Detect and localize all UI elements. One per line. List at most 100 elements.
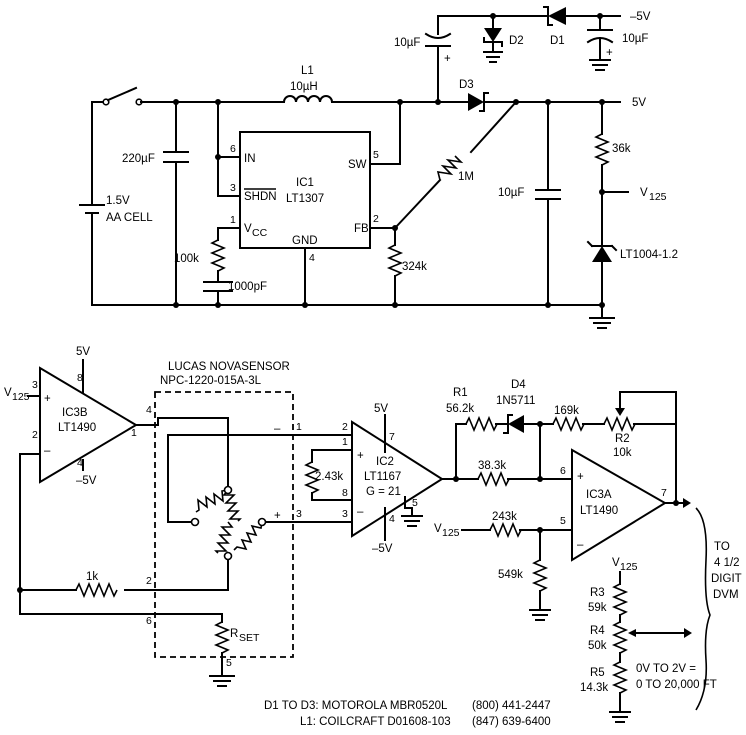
component-label: 2 bbox=[146, 575, 152, 587]
component-label: 14.3k bbox=[580, 682, 608, 694]
component-label: + bbox=[577, 471, 584, 483]
component-label: D4 bbox=[511, 379, 526, 391]
component-label: TO bbox=[714, 541, 730, 553]
component-label: 2 bbox=[373, 213, 379, 225]
bridge-r-top-left bbox=[195, 489, 229, 513]
resistor-2-43k bbox=[303, 461, 321, 494]
diode-d1 bbox=[537, 6, 566, 26]
resistor-1k bbox=[17, 581, 235, 687]
sensor-amp-section: 5V –5V V 125 3 8 2 4 1 4 + – IC3B LT1490… bbox=[4, 346, 742, 728]
component-label: – bbox=[357, 506, 364, 518]
component-label: 1k bbox=[86, 571, 98, 583]
opamp-ic3a bbox=[461, 448, 691, 621]
diode-d4 bbox=[508, 415, 524, 433]
bridge-r-top-right bbox=[222, 489, 242, 522]
component-label: 1000pF bbox=[228, 281, 267, 293]
resistor-243k bbox=[489, 521, 522, 539]
power-switch bbox=[106, 86, 138, 102]
component-label: IN bbox=[244, 153, 256, 165]
component-label: 6 bbox=[146, 615, 152, 627]
component-label: 5 bbox=[373, 149, 379, 161]
component-label: 125 bbox=[649, 191, 667, 203]
dvm-brace bbox=[695, 507, 711, 711]
component-label: 5 bbox=[560, 515, 566, 527]
component-label: 0V TO 2V = bbox=[636, 663, 696, 675]
component-label: 8 bbox=[77, 372, 83, 384]
battery-aa bbox=[79, 101, 105, 306]
component-label: SHDN bbox=[244, 191, 277, 203]
component-label: 4 bbox=[146, 404, 152, 416]
component-label: 125 bbox=[12, 391, 30, 403]
component-label: 2.43k bbox=[315, 471, 343, 483]
component-label: L1: COILCRAFT D01608-103 bbox=[300, 716, 451, 728]
component-label: + bbox=[444, 53, 451, 65]
component-label: IC3A bbox=[586, 489, 612, 501]
bridge-r-bottom-right bbox=[233, 521, 263, 551]
component-label: 36k bbox=[612, 143, 631, 155]
component-label: IC2 bbox=[376, 456, 394, 468]
inductor-l1 bbox=[282, 95, 334, 104]
component-label: 5V bbox=[76, 346, 90, 358]
component-label: LT1167 bbox=[364, 471, 401, 483]
component-label: (800) 441-2447 bbox=[472, 700, 551, 712]
component-label: R4 bbox=[590, 625, 605, 637]
component-label: 0 TO 20,000 FT bbox=[636, 679, 717, 691]
resistor-rset bbox=[213, 621, 231, 654]
component-label: V bbox=[244, 223, 252, 235]
component-label: 125 bbox=[442, 527, 460, 539]
potentiometer-r2 bbox=[603, 415, 636, 433]
component-label: –5V bbox=[76, 475, 97, 487]
opamp-ic3b bbox=[19, 359, 229, 601]
component-label: 4 1/2 bbox=[714, 557, 740, 569]
component-label: V bbox=[434, 523, 442, 535]
component-label: 4 bbox=[77, 457, 83, 469]
component-label: 6 bbox=[230, 143, 236, 155]
resistor-169k bbox=[552, 415, 585, 433]
component-label: – bbox=[274, 423, 281, 435]
component-label: – bbox=[577, 539, 584, 551]
component-label: 3 bbox=[296, 508, 302, 520]
instrumentation-amp-ic2 bbox=[303, 414, 479, 541]
component-label: D2 bbox=[509, 35, 524, 47]
component-label: (847) 639-6400 bbox=[472, 716, 551, 728]
component-label: + bbox=[274, 510, 281, 522]
resistor-38-3k bbox=[477, 470, 573, 488]
boost-supply-section: 10µF + D2 D1 –5V 10µF + L1 10µH D3 5V 22… bbox=[79, 6, 678, 329]
sensor-package bbox=[154, 391, 294, 658]
component-label: DIGIT bbox=[711, 573, 742, 585]
ic1-lt1307 bbox=[203, 100, 518, 306]
component-label: 243k bbox=[492, 511, 517, 523]
component-label: SW bbox=[348, 159, 367, 171]
resistor-36k bbox=[593, 133, 611, 166]
component-label: 38.3k bbox=[478, 460, 506, 472]
component-label: DVM bbox=[713, 589, 739, 601]
component-label: R3 bbox=[590, 587, 605, 599]
component-label: 56.2k bbox=[446, 403, 474, 415]
component-label: 6 bbox=[560, 465, 566, 477]
component-label: –5V bbox=[630, 11, 651, 23]
capacitor-10uf-right bbox=[586, 15, 614, 71]
component-label: D1 TO D3: MOTOROLA MBR0520L bbox=[264, 700, 448, 712]
component-label: LT1004-1.2 bbox=[620, 249, 678, 261]
component-label: 3 bbox=[342, 508, 348, 520]
component-label: 2 bbox=[32, 429, 38, 441]
component-label: D3 bbox=[459, 79, 474, 91]
component-label: 4 bbox=[309, 252, 315, 264]
component-label: 100k bbox=[174, 253, 199, 265]
capacitor-10uf-left bbox=[424, 15, 452, 103]
feedback-network bbox=[455, 391, 677, 504]
capacitor-10uf-output bbox=[535, 189, 561, 200]
component-label: 5V bbox=[632, 97, 646, 109]
component-label: 10µF bbox=[498, 187, 524, 199]
resistor-r3 bbox=[611, 583, 629, 616]
component-label: 5V bbox=[374, 403, 388, 415]
component-label: R2 bbox=[615, 433, 630, 445]
component-label: SET bbox=[239, 632, 260, 644]
component-label: NPC-1220-015A-3L bbox=[160, 375, 262, 387]
resistor-1m bbox=[436, 155, 464, 181]
component-label: V bbox=[612, 557, 620, 569]
component-label: R5 bbox=[590, 667, 605, 679]
component-label: 2 bbox=[342, 421, 348, 433]
component-label: 1N5711 bbox=[496, 395, 535, 407]
